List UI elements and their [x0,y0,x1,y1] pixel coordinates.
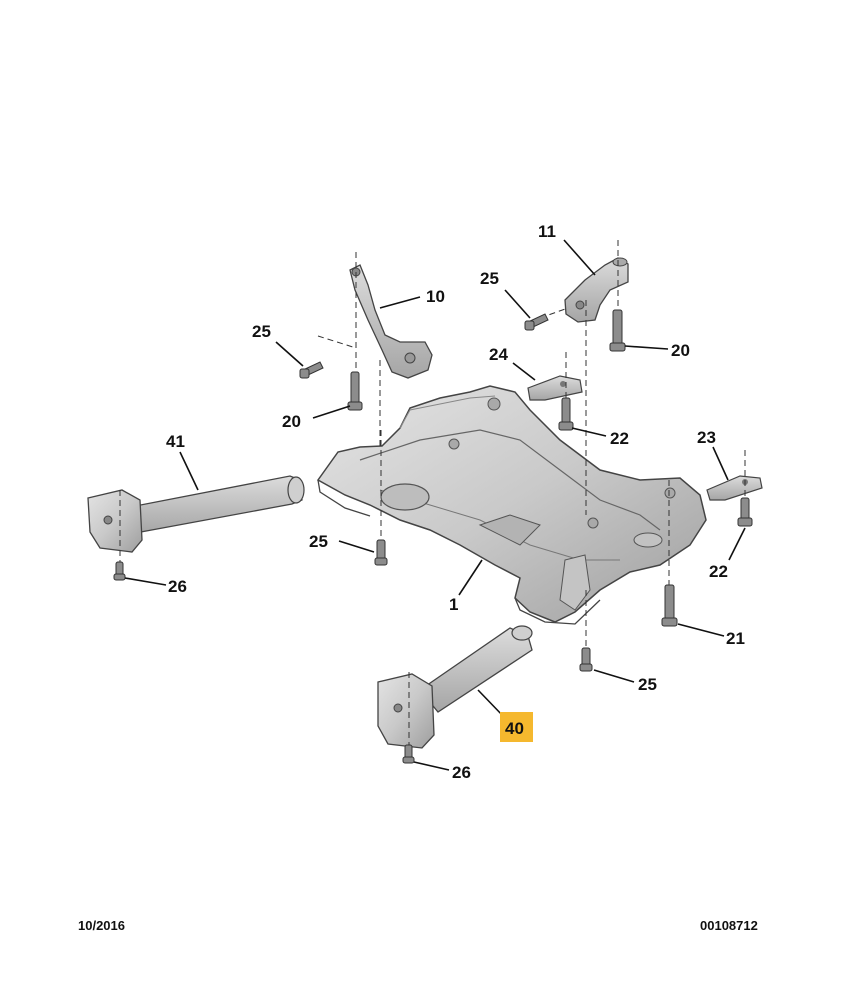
bracket-11 [564,257,629,323]
callout-22-a: 22 [610,429,629,448]
callout-20-a: 20 [282,412,301,431]
callout-40: 40 [505,719,524,738]
callout-20-b: 20 [671,341,690,360]
callout-11: 11 [538,222,556,241]
diagram-date: 10/2016 [78,918,125,933]
tie-rod-40 [377,625,533,749]
callout-26-a: 26 [168,577,187,596]
bracket-24 [527,375,583,401]
subframe-part [316,385,707,625]
callout-1: 1 [449,595,458,614]
highlight-box [500,712,533,742]
callout-26-b: 26 [452,763,471,782]
callout-22-b: 22 [709,562,728,581]
bracket-10 [349,264,433,379]
callout-23: 23 [697,428,716,447]
diagram-reference-number: 00108712 [700,918,758,933]
callout-25-b: 25 [480,269,499,288]
callout-41: 41 [166,432,185,451]
bracket-23 [706,475,763,501]
callout-21: 21 [726,629,745,648]
tie-rod-41 [87,475,305,553]
callout-10: 10 [426,287,445,306]
callout-24: 24 [489,345,508,364]
callout-labels: 25 10 20 11 25 20 24 22 23 22 41 25 1 26… [166,222,745,782]
leader-lines [124,239,746,771]
bolts [113,309,753,764]
callout-25-a: 25 [252,322,271,341]
callout-25-d: 25 [638,675,657,694]
callout-25-c: 25 [309,532,328,551]
